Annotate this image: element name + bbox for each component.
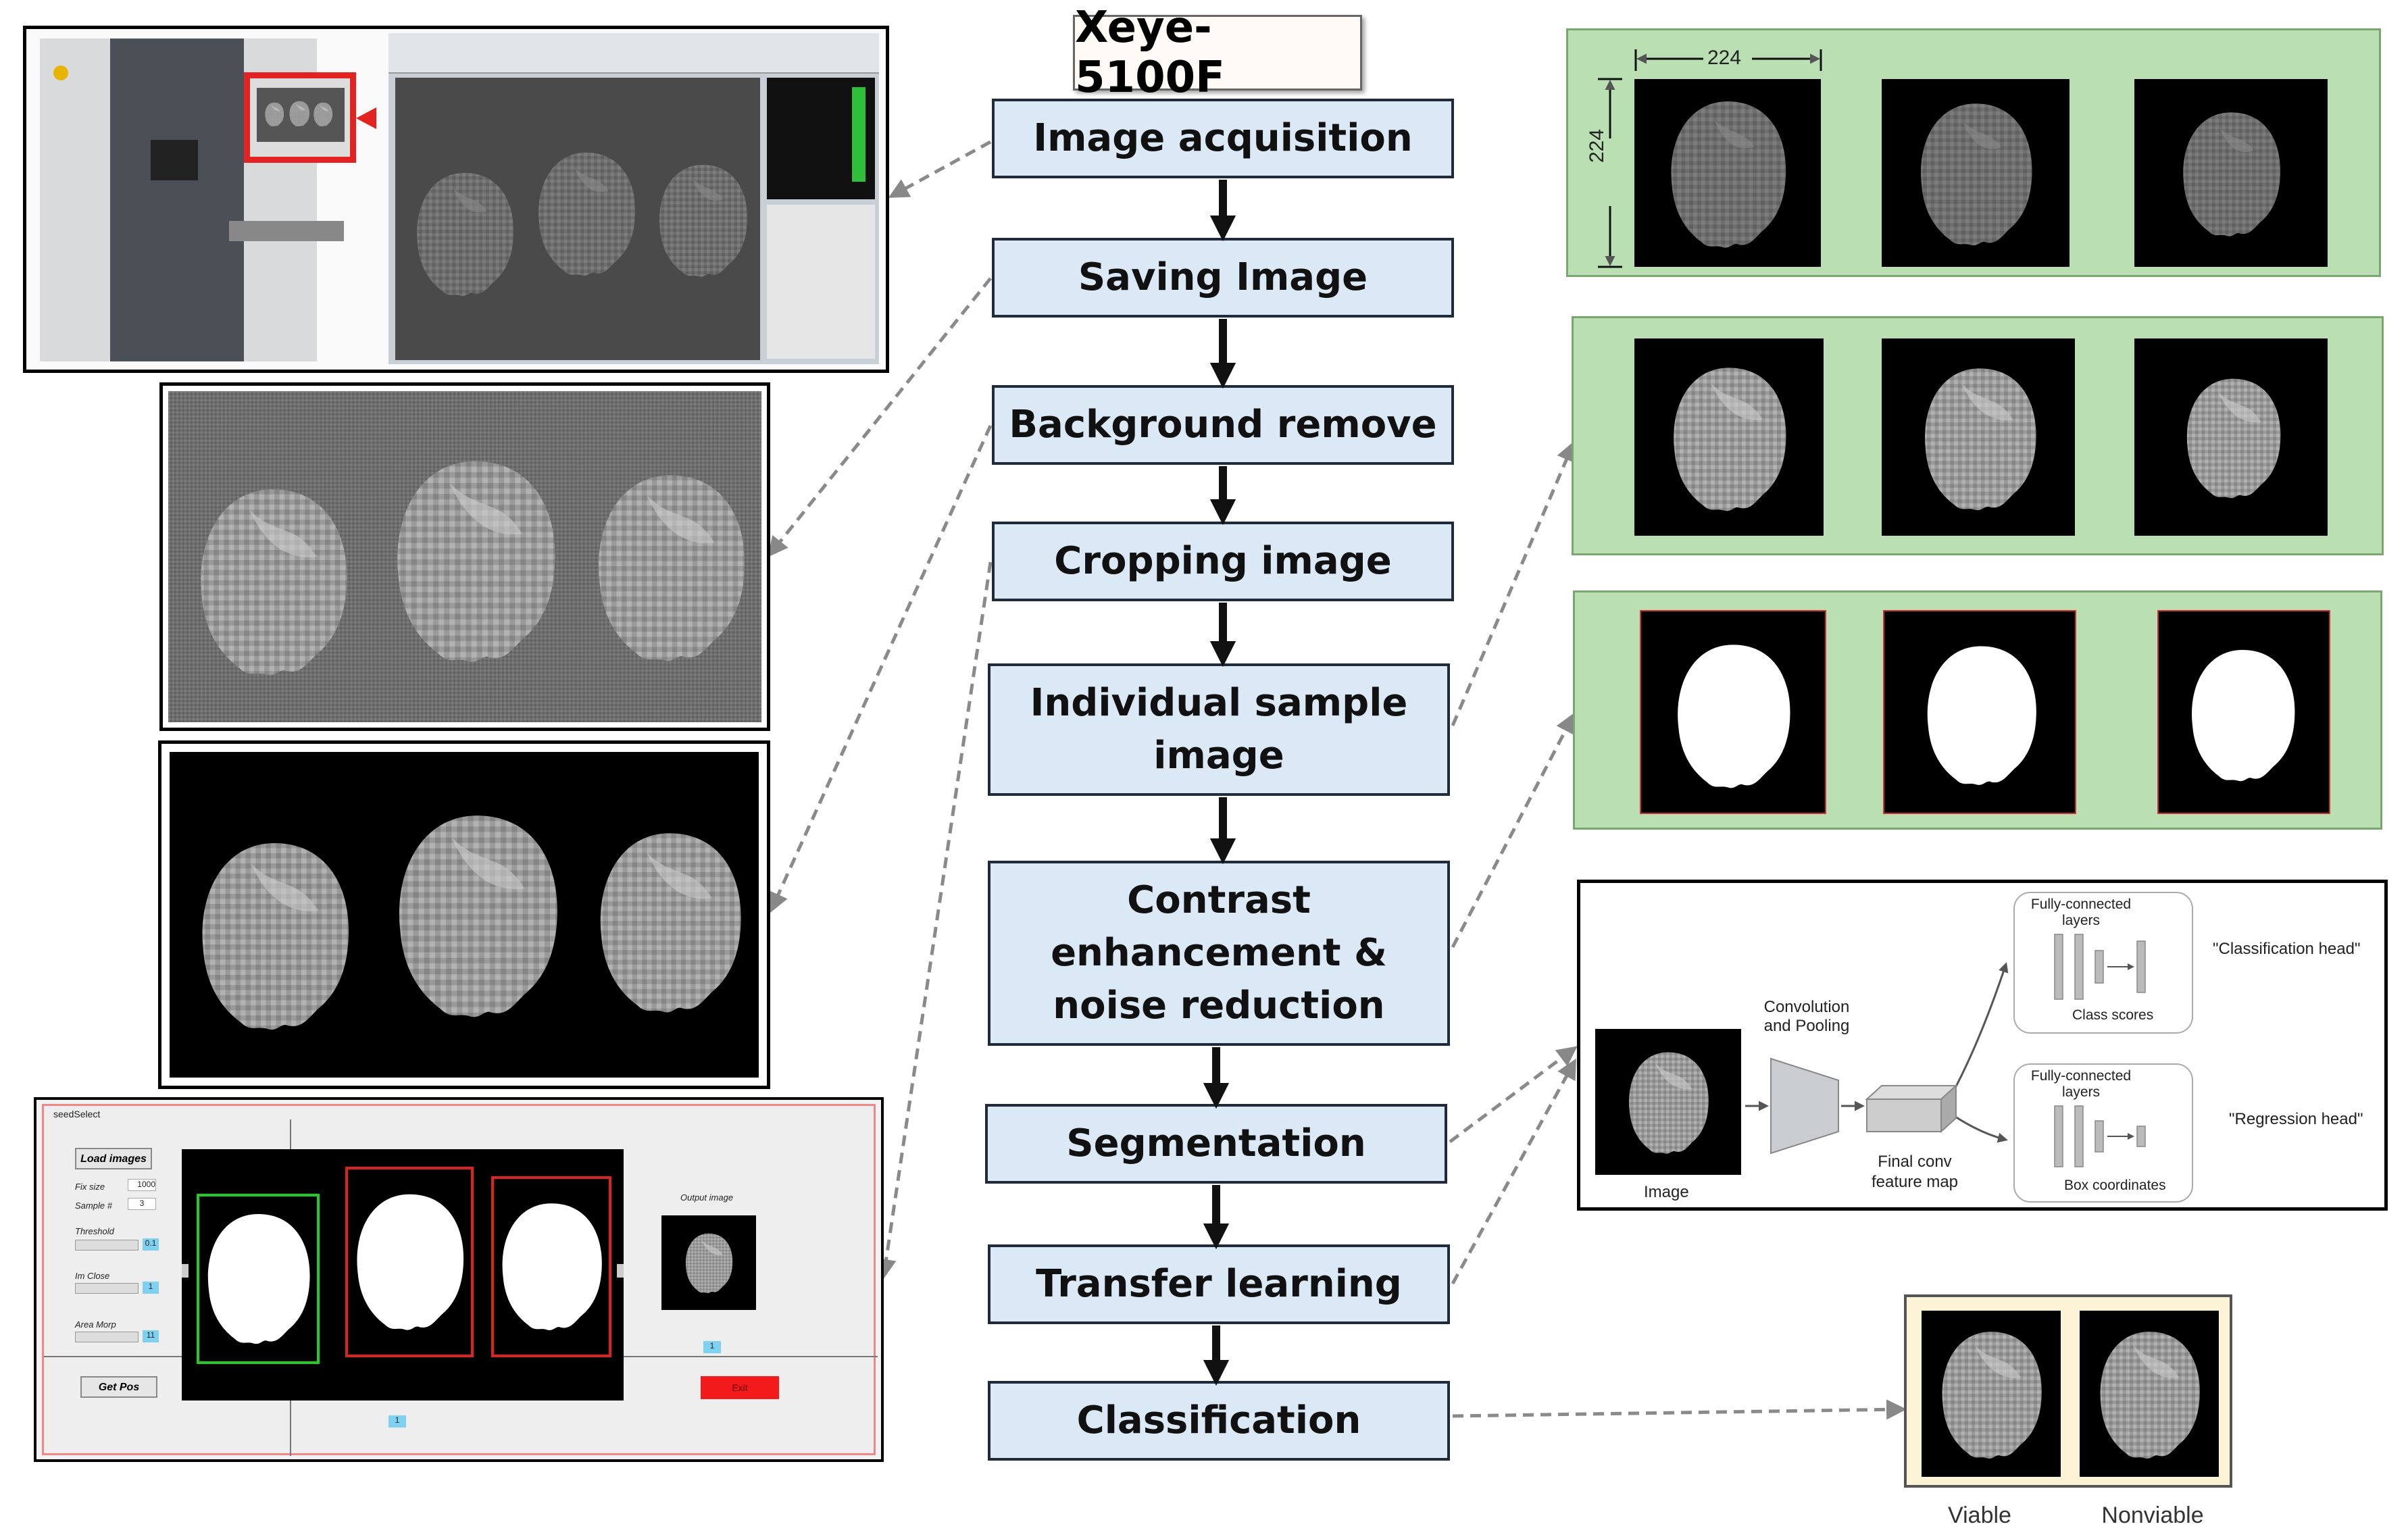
regression-head-label: "Regression head" xyxy=(2229,1110,2363,1128)
step-background-remove: Background remove xyxy=(992,385,1454,465)
step-transfer-learning: Transfer learning xyxy=(988,1244,1450,1324)
viable-sample xyxy=(1922,1311,2061,1477)
cnn-feature-label: Final conv feature map xyxy=(1871,1153,1959,1191)
dimension-label-width: 224 xyxy=(1707,47,1742,69)
individual-samples-panel: 224 224 xyxy=(1566,28,2381,277)
threshold-slider[interactable] xyxy=(75,1240,139,1251)
area-morph-label: Area Morp xyxy=(75,1319,116,1330)
fc-label-bottom: Fully-connected layers xyxy=(2030,1068,2132,1100)
cnn-image-label: Image xyxy=(1644,1183,1689,1201)
im-close-slider[interactable] xyxy=(75,1283,139,1294)
dimension-label-height: 224 xyxy=(1586,128,1608,163)
software-screen-image xyxy=(388,33,879,364)
individual-sample-2 xyxy=(1882,79,2070,267)
label-viable: Viable xyxy=(1948,1503,2011,1528)
enhanced-sample-3 xyxy=(2134,338,2328,536)
sample-label: Sample # xyxy=(75,1201,112,1211)
dashed-link-transfer xyxy=(1451,1058,1576,1285)
saved-image-panel xyxy=(159,382,770,731)
dashed-link-contrast xyxy=(1451,712,1575,949)
window-title: seedSelect xyxy=(53,1109,101,1119)
dashed-link-background xyxy=(769,424,993,913)
acquisition-photo xyxy=(23,26,889,373)
classification-head-label: "Classification head" xyxy=(2213,940,2361,958)
dashed-link-cropping xyxy=(876,561,993,1280)
cnn-diagram xyxy=(1745,892,2193,1203)
background-removed-panel xyxy=(158,740,770,1089)
fix-size-value[interactable]: 1000 xyxy=(128,1179,156,1191)
area-morph-value: 11 xyxy=(143,1330,159,1342)
enhanced-sample-2 xyxy=(1882,338,2075,536)
exit-button[interactable]: Exit xyxy=(701,1376,779,1399)
xray-machine-image xyxy=(40,39,344,361)
mask-sample-2 xyxy=(1883,610,2076,814)
enhanced-sample-1 xyxy=(1634,338,1824,536)
mask-sample-1 xyxy=(1640,610,1826,814)
mask-sample-3 xyxy=(2157,610,2330,814)
output-image-preview xyxy=(661,1215,756,1310)
dashed-link-acquisition xyxy=(888,140,992,198)
label-nonviable: Nonviable xyxy=(2101,1503,2204,1528)
step-classification: Classification xyxy=(988,1381,1450,1461)
zoom-inset xyxy=(244,72,356,163)
device-title: Xeye-5100F xyxy=(1073,3,1362,103)
step-saving-image: Saving Image xyxy=(992,238,1454,318)
threshold-label: Threshold xyxy=(75,1226,114,1236)
cnn-conv-label: Convolution and Pooling xyxy=(1763,998,1850,1035)
counter-top: 1 xyxy=(703,1341,721,1353)
individual-sample-3 xyxy=(2134,79,2328,267)
dimension-markers xyxy=(1598,49,1822,268)
box-coordinates-label: Box coordinates xyxy=(2064,1178,2166,1193)
cnn-input-image xyxy=(1595,1029,1741,1175)
step-cropping-image: Cropping image xyxy=(992,522,1454,601)
dashed-link-segmentation xyxy=(1449,1046,1578,1143)
individual-sample-1 xyxy=(1634,79,1821,267)
dashed-link-classification xyxy=(1452,1399,1907,1420)
contrast-enhanced-panel xyxy=(1572,316,2384,555)
step-image-acquisition: Image acquisition xyxy=(992,99,1454,178)
im-close-label: Im Close xyxy=(75,1271,110,1281)
classification-results-panel xyxy=(1904,1294,2232,1488)
area-morph-slider[interactable] xyxy=(75,1332,139,1342)
output-image-label: Output image xyxy=(680,1192,734,1203)
cnn-architecture-panel: Image Convolution and Pooling Final conv… xyxy=(1577,880,2388,1211)
counter-bottom: 1 xyxy=(388,1415,406,1428)
fix-size-label: Fix size xyxy=(75,1182,105,1192)
segmented-masks-view xyxy=(182,1149,624,1401)
class-scores-label: Class scores xyxy=(2072,1007,2154,1023)
sample-value[interactable]: 3 xyxy=(128,1198,156,1210)
threshold-value: 0.1 xyxy=(143,1238,159,1251)
get-pos-button[interactable]: Get Pos xyxy=(80,1376,157,1398)
nonviable-sample xyxy=(2080,1311,2219,1477)
fc-label-top: Fully-connected layers xyxy=(2030,897,2132,928)
step-individual-sample-image: Individual sample image xyxy=(988,663,1450,796)
segmentation-software-window: seedSelect Load images Fix size 1000 Sam… xyxy=(34,1097,884,1462)
dashed-link-individual xyxy=(1451,440,1576,726)
step-segmentation: Segmentation xyxy=(985,1104,1447,1184)
step-contrast-enhancement: Contrast enhancement & noise reduction xyxy=(988,861,1450,1046)
im-close-value: 1 xyxy=(143,1282,159,1294)
segmentation-masks-panel xyxy=(1573,590,2382,830)
load-images-button[interactable]: Load images xyxy=(75,1148,152,1169)
